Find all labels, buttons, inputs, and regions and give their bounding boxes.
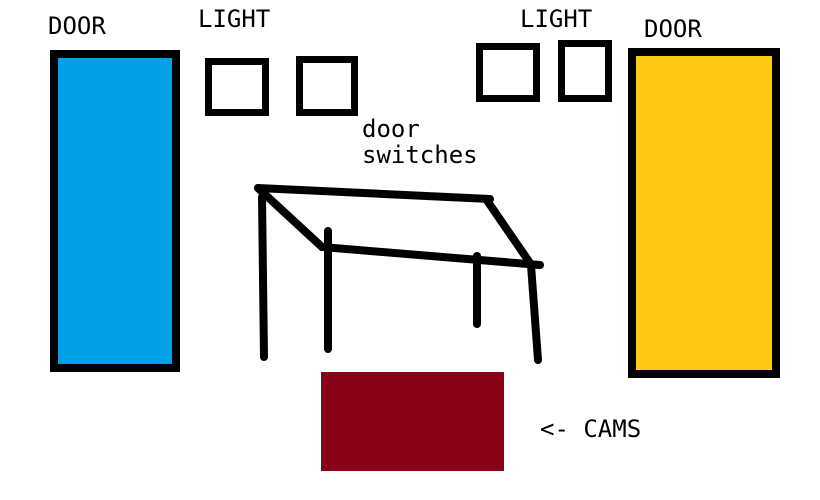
cams-button[interactable] bbox=[321, 372, 504, 471]
desk-left-edge bbox=[254, 184, 326, 251]
right-door[interactable] bbox=[628, 48, 780, 378]
desk-leg-back-left bbox=[258, 193, 268, 361]
right-light-label: LIGHT bbox=[520, 5, 593, 33]
desk-leg-front-right bbox=[527, 261, 542, 364]
left-door[interactable] bbox=[50, 50, 180, 372]
left-door-switch[interactable] bbox=[296, 56, 358, 116]
door-switches-label-line2: switches bbox=[362, 141, 478, 169]
right-light-switch[interactable] bbox=[558, 40, 612, 102]
cams-label: <- CAMS bbox=[540, 415, 642, 443]
right-door-label: DOOR bbox=[644, 15, 702, 43]
desk-front-edge bbox=[318, 243, 544, 269]
left-door-label: DOOR bbox=[48, 12, 106, 40]
desk-right-edge bbox=[482, 195, 534, 267]
door-switches-label-line1: door bbox=[362, 115, 420, 143]
left-light-label: LIGHT bbox=[198, 5, 271, 33]
right-door-switch[interactable] bbox=[476, 43, 540, 102]
desk-back-edge bbox=[254, 184, 494, 203]
left-light-switch[interactable] bbox=[205, 58, 269, 116]
